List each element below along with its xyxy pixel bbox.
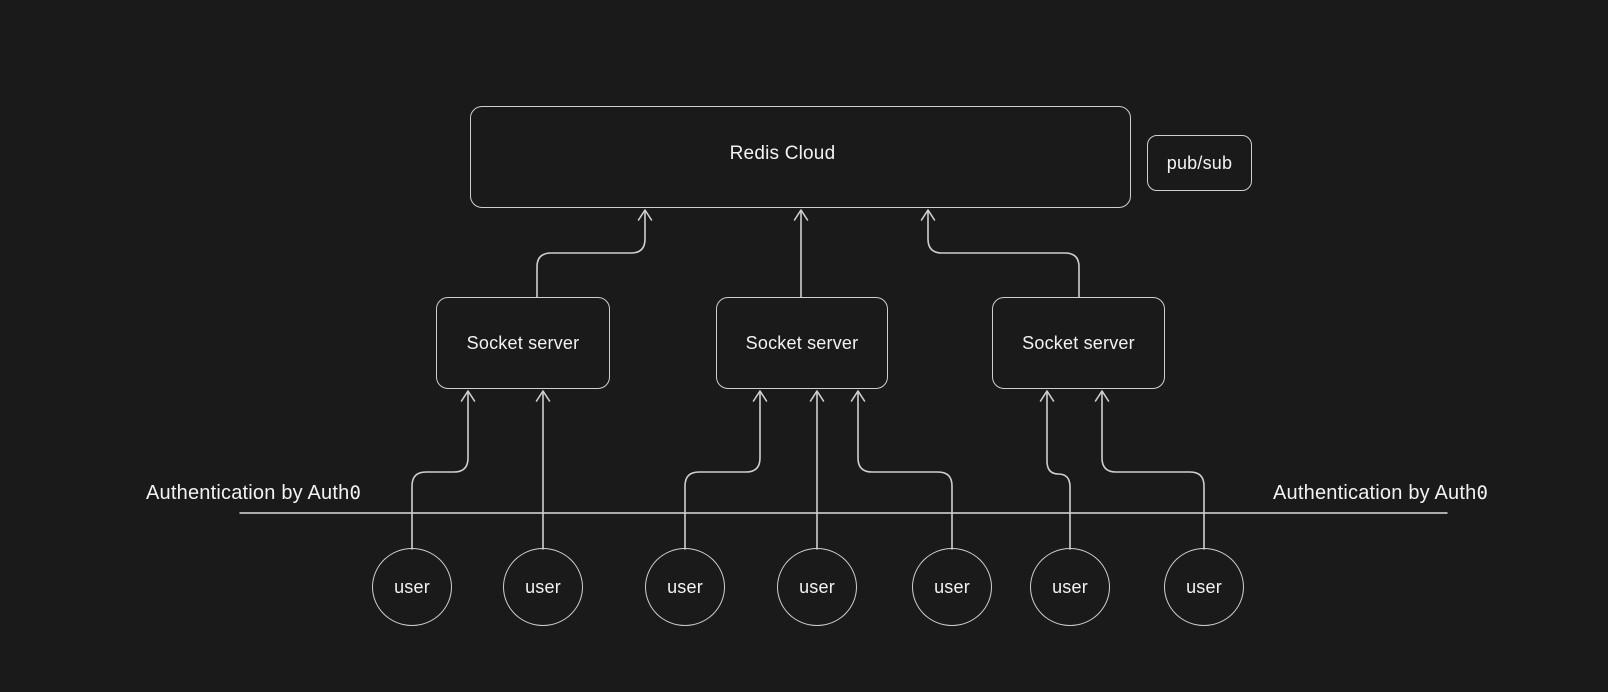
user-label: user	[525, 576, 561, 597]
arrowhead-user6-to-socket3	[1039, 390, 1055, 402]
user-circle-5: user	[912, 548, 992, 626]
user-circle-4: user	[777, 548, 857, 626]
edge-user7-to-socket3	[1101, 392, 1205, 550]
user-circle-3: user	[645, 548, 725, 626]
auth-label-left-zero: 0	[349, 482, 362, 504]
auth-label-right-text: Authentication by Auth	[1273, 482, 1477, 504]
arrowhead-socket1-to-redis	[637, 209, 653, 221]
redis-cloud-label: Redis Cloud	[729, 143, 836, 164]
arrowhead-user7-to-socket3	[1094, 390, 1110, 402]
arrowhead-user4-to-socket2	[809, 390, 825, 402]
user-circle-1: user	[372, 548, 452, 626]
socket-server-box-2: Socket server	[716, 297, 888, 389]
user-circle-7: user	[1164, 548, 1244, 626]
socket-server-label: Socket server	[745, 332, 859, 353]
pubsub-box: pub/sub	[1147, 135, 1252, 191]
arrowhead-socket2-to-redis	[793, 209, 809, 221]
edge-user3-to-socket2	[684, 392, 761, 550]
edge-user6-to-socket3	[1046, 392, 1071, 550]
user-label: user	[667, 576, 703, 597]
arrowhead-user1-to-socket1	[460, 390, 476, 402]
socket-server-box-3: Socket server	[992, 297, 1165, 389]
user-circle-2: user	[503, 548, 583, 626]
arrowhead-user5-to-socket2	[850, 390, 866, 402]
edge-socket1-to-redis	[536, 211, 646, 298]
redis-cloud-box: Redis Cloud	[470, 106, 1131, 208]
socket-server-label: Socket server	[1022, 332, 1135, 353]
auth-label-right-zero: 0	[1476, 482, 1489, 504]
user-label: user	[394, 576, 430, 597]
user-label: user	[799, 576, 835, 597]
socket-server-box-1: Socket server	[436, 297, 610, 389]
auth-label-left-text: Authentication by Auth	[146, 482, 350, 504]
edge-user5-to-socket2	[857, 392, 953, 550]
arrowhead-user2-to-socket1	[535, 390, 551, 402]
edge-socket3-to-redis	[927, 211, 1080, 298]
socket-server-label: Socket server	[466, 332, 580, 353]
auth-label-left: Authentication by Auth0	[146, 482, 361, 505]
arrowhead-user3-to-socket2	[752, 390, 768, 402]
user-label: user	[1186, 576, 1222, 597]
auth-label-right: Authentication by Auth0	[1273, 482, 1488, 505]
user-label: user	[934, 576, 970, 597]
edge-user1-to-socket1	[411, 392, 469, 550]
user-circle-6: user	[1030, 548, 1110, 626]
pubsub-label: pub/sub	[1166, 152, 1233, 173]
user-label: user	[1052, 576, 1088, 597]
arrowhead-socket3-to-redis	[920, 209, 936, 221]
